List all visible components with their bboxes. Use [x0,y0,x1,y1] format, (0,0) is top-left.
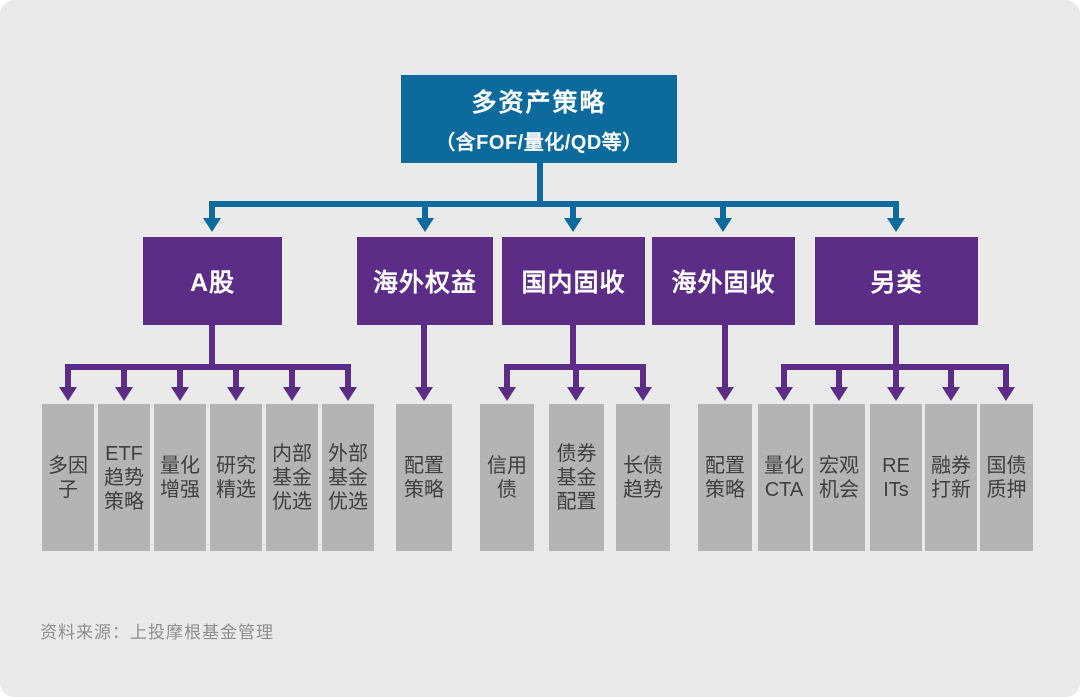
node-treasury-pledge: 国债 质押 [980,404,1033,551]
node-bond-fund-allocation: 债券 基金 配置 [549,404,604,551]
node-domestic-fixed-income: 国内固收 [502,237,645,325]
a-shares-drop-1 [65,364,71,388]
arrow-alternatives [887,218,905,232]
a-shares-arrow-6 [339,387,357,401]
a-shares-bus-line [65,364,351,370]
domestic-fi-drop-2 [573,364,579,388]
arrow-overseas-equity [416,218,434,232]
node-alternatives: 另类 [815,237,978,325]
domestic-fi-drop-1 [504,364,510,388]
a-shares-drop-4 [233,364,239,388]
overseas-fi-stem-line [722,325,728,388]
alternatives-arrow-3 [887,387,905,401]
alternatives-arrow-4 [942,387,960,401]
arrow-overseas-fixed-income [714,218,732,232]
node-reits: RE ITs [870,404,922,551]
overseas-fi-arrow [716,387,734,401]
node-allocation-strategy-overseas-equity: 配置 策略 [396,404,452,551]
root-stem-line [537,163,543,207]
node-multi-factor: 多因 子 [42,404,94,551]
overseas-equity-stem-line [421,325,427,388]
domestic-fi-stem-line [570,325,576,367]
node-credit-bond: 信用 债 [480,404,534,551]
alternatives-stem-line [893,325,899,367]
alternatives-drop-2 [836,364,842,388]
domestic-fi-arrow-1 [498,387,516,401]
a-shares-arrow-4 [227,387,245,401]
root-subtitle: （含FOF/量化/QD等） [435,132,643,154]
domestic-fi-arrow-2 [567,387,585,401]
root-title: 多资产策略 [471,89,607,117]
a-shares-arrow-2 [115,387,133,401]
node-research-select: 研究 精选 [210,404,262,551]
a-shares-drop-2 [121,364,127,388]
node-external-fund-selection: 外部 基金 优选 [322,404,374,551]
node-securities-lending-ipo: 融券 打新 [925,404,977,551]
a-shares-drop-6 [345,364,351,388]
a-shares-arrow-1 [59,387,77,401]
node-allocation-strategy-overseas-fi: 配置 策略 [698,404,752,551]
node-a-shares: A股 [143,237,282,325]
root-node-multi-asset-strategy: 多资产策略 （含FOF/量化/QD等） [401,75,677,163]
arrow-domestic-fixed-income [564,218,582,232]
alternatives-drop-1 [781,364,787,388]
node-overseas-fixed-income: 海外固收 [652,237,795,325]
drop-line-overseas-equity [422,201,428,219]
drop-line-alternatives [893,201,899,219]
alternatives-arrow-2 [830,387,848,401]
node-macro-opportunity: 宏观 机会 [813,404,865,551]
node-etf-trend-strategy: ETF 趋势 策略 [98,404,150,551]
node-quant-cta: 量化 CTA [758,404,810,551]
arrow-a-shares [203,218,221,232]
node-quant-enhanced: 量化 增强 [154,404,206,551]
node-long-bond-trend: 长债 趋势 [616,404,670,551]
alternatives-arrow-5 [997,387,1015,401]
drop-line-domestic-fixed-income [570,201,576,219]
domestic-fi-arrow-3 [634,387,652,401]
a-shares-drop-5 [289,364,295,388]
level2-bus-line [209,201,899,207]
alternatives-drop-5 [1003,364,1009,388]
node-overseas-equity: 海外权益 [357,237,493,325]
node-internal-fund-selection: 内部 基金 优选 [266,404,318,551]
a-shares-arrow-5 [283,387,301,401]
a-shares-arrow-3 [171,387,189,401]
a-shares-drop-3 [177,364,183,388]
overseas-equity-arrow [415,387,433,401]
source-note: 资料来源：上投摩根基金管理 [40,623,274,642]
a-shares-stem-line [209,325,215,367]
domestic-fi-drop-3 [640,364,646,388]
alternatives-arrow-1 [775,387,793,401]
alternatives-drop-3 [893,364,899,388]
drop-line-a-shares [209,201,215,219]
drop-line-overseas-fixed-income [720,201,726,219]
alternatives-drop-4 [948,364,954,388]
